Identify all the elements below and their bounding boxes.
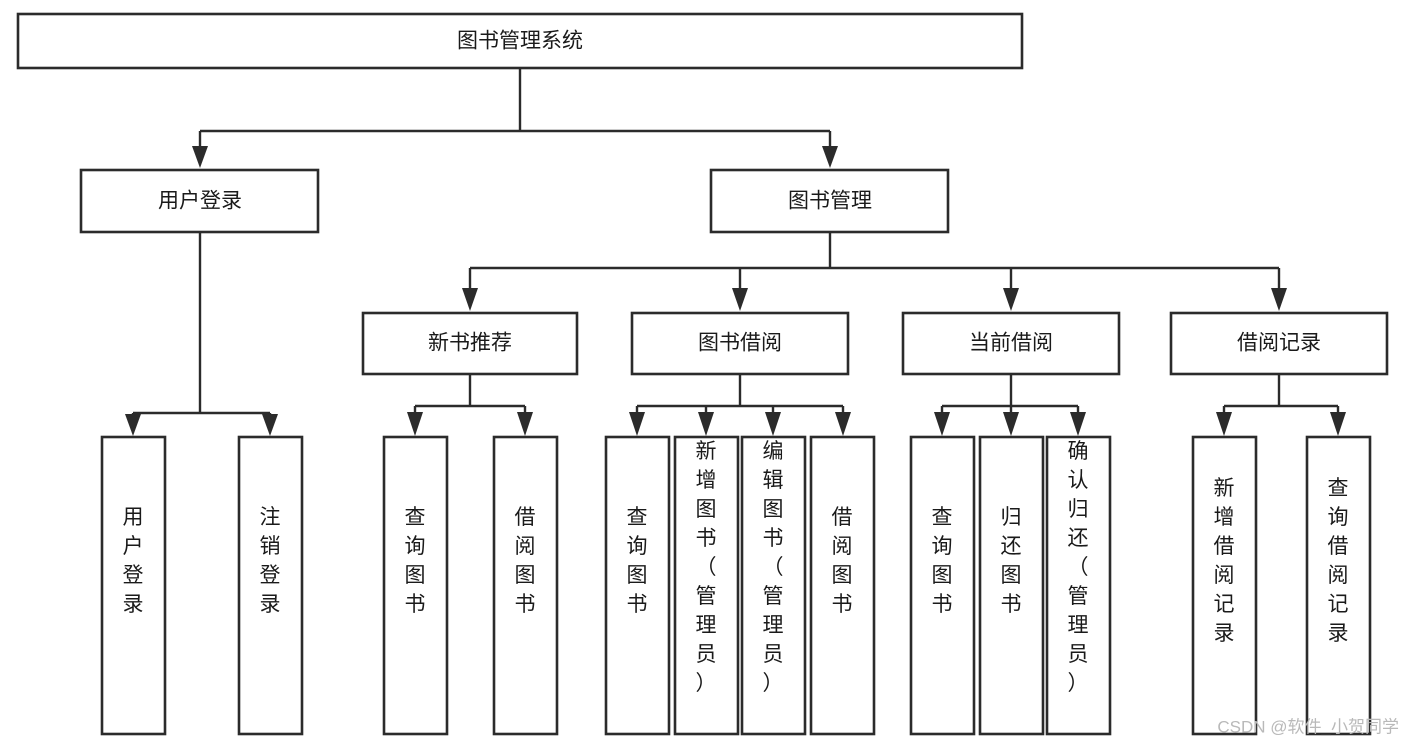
arrow-cb-confirm (1070, 412, 1086, 436)
node-leaf-query-book-3[interactable]: 查询图书 (909, 435, 976, 736)
node-leaf-return-book-label: 归还图书 (1001, 506, 1022, 616)
arrow-to-leaf-user-login (125, 414, 141, 436)
node-leaf-query-borrow-record[interactable]: 查询借阅记录 (1305, 435, 1372, 736)
node-leaf-borrow-book-1[interactable]: 借阅图书 (492, 435, 559, 736)
arrow-bb-borrow (835, 412, 851, 436)
node-leaf-query-book-2-label: 查询图书 (627, 506, 648, 616)
node-leaf-query-book-3-box[interactable] (909, 435, 976, 736)
node-leaf-query-book-1-label: 查询图书 (405, 506, 426, 616)
node-leaf-add-borrow-record-box[interactable] (1191, 435, 1258, 736)
arrow-newbook-query (407, 412, 423, 436)
arrow-to-leaf-logout (262, 414, 278, 436)
node-borrow-record[interactable]: 借阅记录 (1169, 311, 1389, 376)
node-leaf-borrow-book-2-box[interactable] (809, 435, 876, 736)
node-leaf-query-borrow-record-box[interactable] (1305, 435, 1372, 736)
arrow-to-borrow-record (1271, 288, 1287, 311)
node-borrow-record-label: 借阅记录 (1237, 332, 1321, 355)
node-leaf-query-book-1-box[interactable] (382, 435, 449, 736)
node-root-box[interactable] (16, 12, 1024, 70)
node-current-borrow-label: 当前借阅 (969, 332, 1053, 355)
node-book-management-label: 图书管理 (788, 190, 872, 213)
node-book-management[interactable]: 图书管理 (709, 168, 950, 234)
arrow-bb-query (629, 412, 645, 436)
node-book-borrow-box[interactable] (630, 311, 850, 376)
node-leaf-confirm-return-admin-box[interactable] (1045, 435, 1112, 736)
node-leaf-query-book-3-label: 查询图书 (932, 506, 953, 616)
node-leaf-borrow-book-1-label: 借阅图书 (515, 506, 536, 616)
node-book-management-box[interactable] (709, 168, 950, 234)
node-leaf-add-borrow-record-label: 新增借阅记录 (1214, 477, 1235, 645)
node-leaf-logout-label: 注销登录 (260, 506, 281, 616)
node-leaf-return-book-box[interactable] (978, 435, 1045, 736)
node-root-system[interactable]: 图书管理系统 (16, 12, 1024, 70)
node-leaf-borrow-book-2-label: 借阅图书 (832, 506, 853, 616)
arrow-newbook-borrow (517, 412, 533, 436)
node-leaf-add-borrow-record[interactable]: 新增借阅记录 (1191, 435, 1258, 736)
arrow-bb-edit (765, 412, 781, 436)
node-leaf-logout-box[interactable] (237, 435, 304, 736)
arrow-to-book-borrow (732, 288, 748, 311)
node-leaf-add-book-admin[interactable]: 新增图书（管理员） (673, 435, 740, 736)
node-leaf-confirm-return-admin[interactable]: 确认归还（管理员） (1045, 435, 1112, 736)
node-current-borrow-box[interactable] (901, 311, 1121, 376)
arrow-cb-return (1003, 412, 1019, 436)
node-book-borrow[interactable]: 图书借阅 (630, 311, 850, 376)
arrow-to-user-login (192, 146, 208, 168)
node-leaf-confirm-return-admin-label: 确认归还（管理员） (1068, 440, 1089, 695)
node-leaf-user-login-box[interactable] (100, 435, 167, 736)
node-leaf-query-borrow-record-label: 查询借阅记录 (1328, 477, 1349, 645)
arrow-to-current-borrow (1003, 288, 1019, 311)
arrow-br-add (1216, 412, 1232, 436)
node-leaf-query-book-2-box[interactable] (604, 435, 671, 736)
arrow-br-query (1330, 412, 1346, 436)
node-leaf-return-book[interactable]: 归还图书 (978, 435, 1045, 736)
node-leaf-user-login-label: 用户登录 (123, 506, 144, 616)
node-leaf-query-book-2[interactable]: 查询图书 (604, 435, 671, 736)
node-new-book-recommend-label: 新书推荐 (428, 332, 512, 355)
arrow-bb-add (698, 412, 714, 436)
node-leaf-edit-book-admin-label: 编辑图书（管理员） (763, 440, 784, 695)
node-user-login[interactable]: 用户登录 (79, 168, 320, 234)
connector-layer (125, 68, 1346, 436)
node-user-login-box[interactable] (79, 168, 320, 234)
arrow-to-book-mgmt (822, 146, 838, 168)
csdn-watermark: CSDN @软件_小贺同学 (1217, 717, 1399, 736)
node-borrow-record-box[interactable] (1169, 311, 1389, 376)
node-leaf-logout[interactable]: 注销登录 (237, 435, 304, 736)
node-leaf-borrow-book-2[interactable]: 借阅图书 (809, 435, 876, 736)
node-leaf-edit-book-admin[interactable]: 编辑图书（管理员） (740, 435, 807, 736)
node-leaf-add-book-admin-box[interactable] (673, 435, 740, 736)
node-current-borrow[interactable]: 当前借阅 (901, 311, 1121, 376)
node-leaf-borrow-book-1-box[interactable] (492, 435, 559, 736)
node-new-book-recommend-box[interactable] (361, 311, 579, 376)
node-leaf-user-login[interactable]: 用户登录 (100, 435, 167, 736)
arrow-to-new-book (462, 288, 478, 311)
node-root-label: 图书管理系统 (457, 30, 583, 53)
node-leaf-add-book-admin-label: 新增图书（管理员） (696, 440, 717, 695)
node-leaf-query-book-1[interactable]: 查询图书 (382, 435, 449, 736)
node-leaf-edit-book-admin-box[interactable] (740, 435, 807, 736)
node-user-login-label: 用户登录 (158, 190, 242, 213)
node-book-borrow-label: 图书借阅 (698, 332, 782, 355)
node-new-book-recommend[interactable]: 新书推荐 (361, 311, 579, 376)
arrow-cb-query (934, 412, 950, 436)
